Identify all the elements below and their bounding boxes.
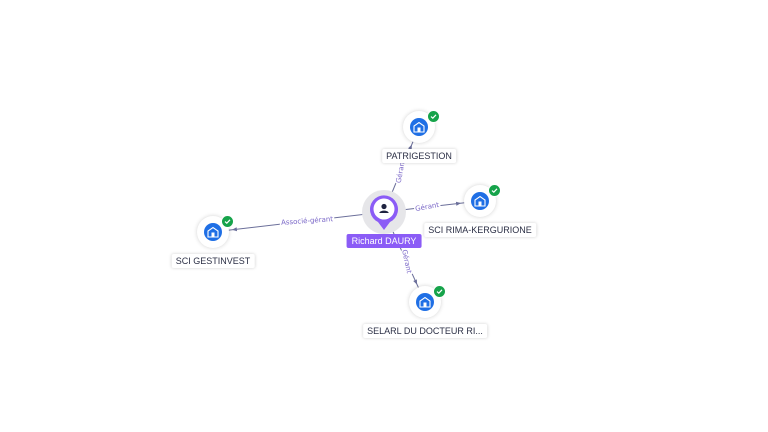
person-pin[interactable] <box>367 192 401 232</box>
company-badge <box>416 293 434 311</box>
edge-arrow <box>408 144 412 150</box>
edge-sci-gestinvest <box>212 211 385 233</box>
check-icon <box>488 184 501 197</box>
check-icon <box>221 215 234 228</box>
edge-arrow <box>231 227 238 232</box>
company-label[interactable]: SCI RIMA-KERGURIONE <box>424 223 536 237</box>
person-icon <box>379 203 389 213</box>
edge-arrow <box>413 279 418 285</box>
company-badge <box>204 223 222 241</box>
edge-label-sci-gestinvest: Associé-gérant <box>281 215 334 227</box>
building-icon <box>419 296 431 308</box>
company-label[interactable]: PATRIGESTION <box>382 149 456 163</box>
company-badge <box>410 118 428 136</box>
building-icon <box>207 226 219 238</box>
company-label[interactable]: SCI GESTINVEST <box>171 254 255 268</box>
check-icon <box>433 285 446 298</box>
check-icon <box>427 110 440 123</box>
building-icon <box>413 121 425 133</box>
company-label[interactable]: SELARL DU DOCTEUR RI... <box>363 324 487 338</box>
company-badge <box>471 192 489 210</box>
edge-label-sci-rima-kergurione: Gérant <box>415 201 440 213</box>
edge-arrow <box>455 201 462 206</box>
building-icon <box>474 195 486 207</box>
company-circle[interactable] <box>403 111 435 143</box>
person-label[interactable]: Richard DAURY <box>346 234 422 248</box>
edge-label-selarl-du-docteur: Gérant <box>400 249 413 274</box>
